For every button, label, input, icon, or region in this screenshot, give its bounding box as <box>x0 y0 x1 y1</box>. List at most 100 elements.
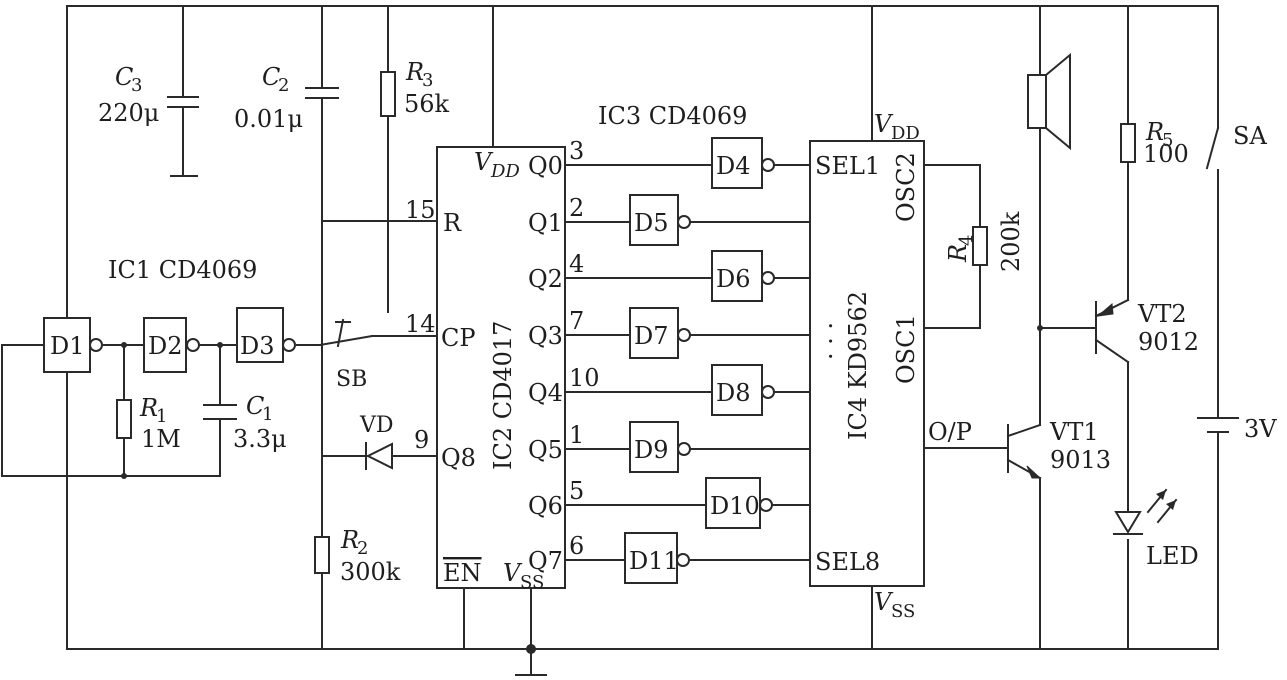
gate-d2-label: D2 <box>148 332 183 360</box>
inverter-bubble <box>677 442 691 456</box>
inverter-bubble <box>677 328 691 342</box>
gate-label: D8 <box>716 379 751 407</box>
svg-text:9013: 9013 <box>1050 446 1111 474</box>
inverter-gate <box>711 250 763 302</box>
svg-text:OSC1: OSC1 <box>892 314 920 384</box>
svg-text:V: V <box>874 588 894 616</box>
svg-text:O/P: O/P <box>928 418 972 446</box>
transistor-vt1: VT1 9013 <box>1006 418 1111 480</box>
ic2-output-label: Q0 <box>528 152 563 180</box>
capacitor-c2: C 2 0.01μ <box>234 63 339 133</box>
gate-label: D5 <box>634 209 669 237</box>
ic2-output-label: Q7 <box>528 547 563 575</box>
svg-text:SEL1: SEL1 <box>815 152 880 180</box>
ic1-label: IC1 CD4069 <box>108 256 257 284</box>
inverter-bubble <box>759 498 773 512</box>
ic2-output-label: Q4 <box>528 379 563 407</box>
gate-label: D4 <box>716 152 751 180</box>
ic2-output-label: Q1 <box>528 209 563 237</box>
svg-text:2: 2 <box>357 538 368 559</box>
junction-dots <box>121 325 1043 654</box>
svg-text:OSC2: OSC2 <box>892 152 920 222</box>
gate-label: D11 <box>629 547 679 575</box>
ic2-pin-number: 5 <box>569 477 584 505</box>
inverter-gate <box>629 421 679 473</box>
capacitor-c1: C 1 3.3μ <box>203 392 287 453</box>
gate-d1 <box>43 317 91 373</box>
ic2-output-label: Q6 <box>528 492 563 520</box>
svg-text:SS: SS <box>891 601 915 622</box>
svg-text:3: 3 <box>131 75 142 96</box>
ic2-pin-number: 3 <box>569 137 584 165</box>
svg-text:LED: LED <box>1146 542 1199 570</box>
gate-d3 <box>236 307 284 363</box>
svg-text:9012: 9012 <box>1138 328 1199 356</box>
svg-text:100: 100 <box>1143 140 1189 168</box>
svg-text:5: 5 <box>1162 130 1173 151</box>
svg-text:V: V <box>474 148 494 176</box>
svg-text:IC4 KD9562: IC4 KD9562 <box>844 291 872 440</box>
svg-text:SS: SS <box>520 572 544 593</box>
wires <box>1 5 1219 676</box>
svg-text:IC2 CD4017: IC2 CD4017 <box>489 321 517 470</box>
switch-sb: SB <box>318 318 374 392</box>
gate-label: D6 <box>716 265 751 293</box>
svg-text:· · ·: · · · <box>816 322 844 360</box>
ic2-output-label: Q3 <box>528 322 563 350</box>
svg-text:C: C <box>262 63 280 91</box>
svg-text:56k: 56k <box>404 90 450 118</box>
svg-text:200k: 200k <box>997 211 1025 272</box>
svg-text:DD: DD <box>891 123 920 144</box>
ic4-sound-chip: V DD V SS SEL1 SEL8 OSC2 OSC1 O/P IC4 KD… <box>809 110 972 622</box>
svg-text:300k: 300k <box>340 558 401 586</box>
ic2-pin-number: 10 <box>569 364 600 392</box>
svg-text:9: 9 <box>414 426 429 454</box>
ic2-pin-number: 7 <box>569 307 584 335</box>
svg-text:R: R <box>1145 118 1164 146</box>
svg-text:2: 2 <box>278 75 289 96</box>
svg-text:DD: DD <box>490 161 520 182</box>
ic2-pin-number: 2 <box>569 194 584 222</box>
svg-text:R: R <box>944 244 972 263</box>
resistor-r4: R 4 200k <box>944 211 1025 272</box>
gate-label: D9 <box>634 436 669 464</box>
ic2-pin-number: 4 <box>569 250 584 278</box>
ic2-output-label: Q2 <box>528 265 563 293</box>
svg-text:CP: CP <box>441 324 476 352</box>
svg-text:VT2: VT2 <box>1137 300 1187 328</box>
svg-text:R: R <box>139 394 158 422</box>
svg-text:1: 1 <box>156 406 167 427</box>
gate-label: D7 <box>634 322 669 350</box>
speaker-icon <box>1027 52 1071 151</box>
svg-text:4: 4 <box>956 235 977 246</box>
svg-text:220μ: 220μ <box>98 99 159 127</box>
capacitor-c3: C 3 220μ <box>98 63 199 127</box>
transistor-vt2: VT2 9012 <box>1094 298 1199 364</box>
svg-text:VT1: VT1 <box>1049 418 1099 446</box>
svg-text:EN: EN <box>443 559 482 587</box>
svg-text:Q8: Q8 <box>441 444 476 472</box>
resistor-r1: R 1 1M <box>116 394 181 453</box>
resistor-r3: R 3 56k <box>380 58 450 118</box>
ic2-counter: V DD R CP Q8 EN V SS 15 14 9 IC2 CD4017 … <box>405 137 600 593</box>
svg-text:C: C <box>115 63 133 91</box>
resistor-r5: R 5 100 <box>1120 118 1189 168</box>
gate-d3-label: D3 <box>240 332 275 360</box>
svg-text:0.01μ: 0.01μ <box>234 105 303 133</box>
inverter-gate <box>629 307 679 359</box>
gate-label: D10 <box>710 492 760 520</box>
svg-text:15: 15 <box>405 196 436 224</box>
svg-text:V: V <box>503 559 523 587</box>
gate-d1-label: D1 <box>50 332 85 360</box>
led-icon: LED <box>1113 488 1199 570</box>
svg-text:3V: 3V <box>1244 415 1277 443</box>
ic2-pin-number: 1 <box>569 421 584 449</box>
svg-text:C: C <box>246 392 264 420</box>
battery-icon: 3V <box>1197 415 1277 443</box>
inverter-bubble <box>761 385 775 399</box>
inverter-bubble <box>761 271 775 285</box>
inverter-bubble <box>677 215 691 229</box>
svg-text:R: R <box>405 58 424 86</box>
svg-text:R: R <box>340 526 359 554</box>
